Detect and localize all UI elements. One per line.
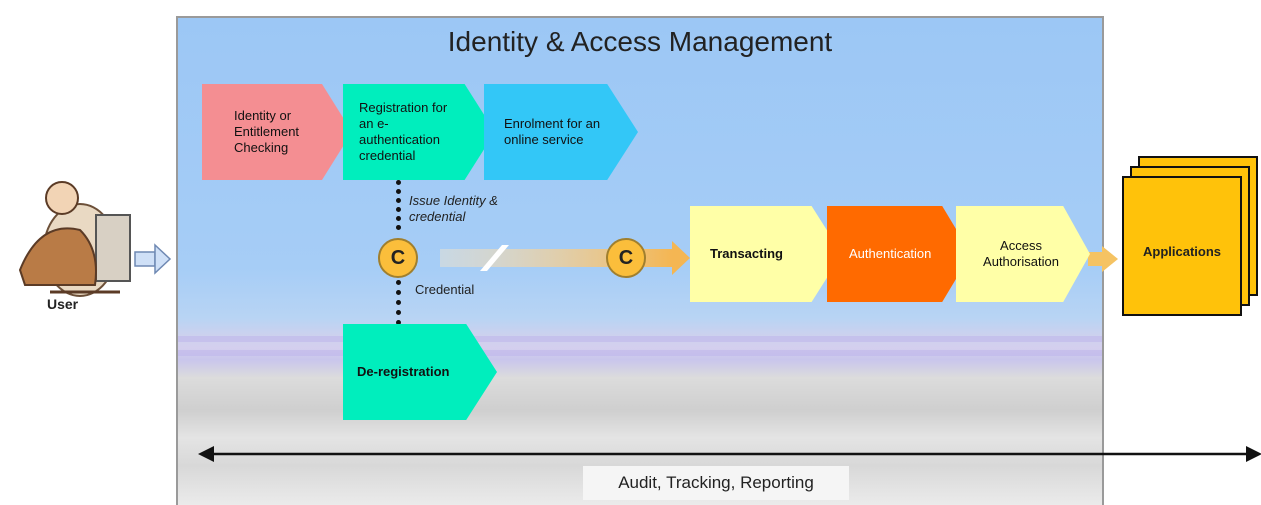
audit-arrow-left [198, 446, 214, 462]
credential-mark-right: C [606, 238, 646, 278]
identity-checking-label: Identity or Entitlement Checking [234, 107, 300, 156]
enrolment-step: Enrolment for an online service [484, 84, 638, 180]
band [178, 336, 1102, 342]
authentication-label: Authentication [849, 245, 932, 261]
diagram-title: Identity & Access Management [447, 26, 833, 57]
credential-flow-arrowhead [672, 241, 690, 275]
applications-box: Applications [1122, 176, 1242, 316]
user-figure [18, 181, 131, 297]
issue-connector [396, 180, 406, 230]
authentication-step: Authentication [827, 206, 971, 302]
deregistration-connector [396, 280, 406, 325]
break-mark [480, 245, 509, 271]
applications-label: Applications [1142, 244, 1221, 259]
registration-label: Registration for an e-authentication cre… [359, 99, 448, 164]
identity-checking-step: Identity or Entitlement Checking [202, 84, 352, 180]
access-authorisation-step: Access Authorisation [956, 206, 1090, 302]
apps-arrow-body [1088, 252, 1102, 266]
registration-step: Registration for an e-authentication cre… [343, 84, 495, 180]
deregistration-label: De-registration [357, 363, 450, 379]
access-authorisation-label: Access Authorisation [983, 237, 1059, 269]
credential-label: Credential [415, 282, 475, 297]
transacting-label: Transacting [710, 245, 783, 261]
user-label: User [47, 296, 79, 312]
audit-label: Audit, Tracking, Reporting [583, 466, 849, 500]
enrolment-label: Enrolment for an online service [504, 115, 601, 147]
credential-mark-left: C [378, 238, 418, 278]
deregistration-step: De-registration [343, 324, 497, 420]
user-arrow-body [134, 251, 156, 267]
apps-arrow-head [1102, 246, 1118, 272]
band [178, 350, 1102, 356]
transacting-step: Transacting [690, 206, 842, 302]
issue-identity-label: Issue Identity & credential [409, 193, 498, 225]
audit-arrow-right [1246, 446, 1261, 462]
user-arrow-head [154, 243, 172, 275]
